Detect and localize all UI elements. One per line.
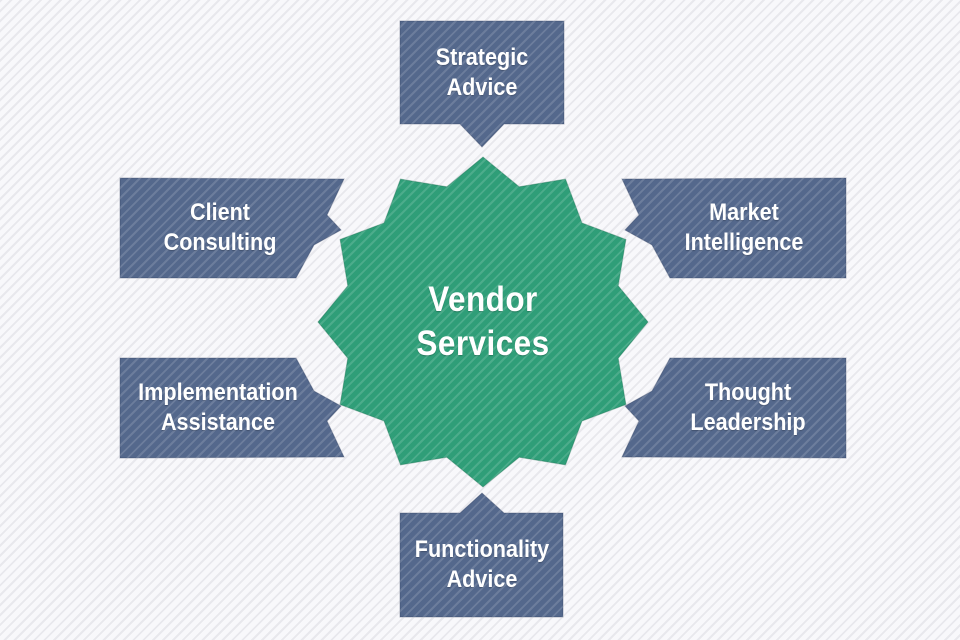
node-shape-strategic-advice bbox=[399, 20, 565, 148]
node-shape-functionality-advice bbox=[399, 492, 564, 618]
node-shape-thought-leadership bbox=[621, 357, 847, 459]
node-shape-implementation-assistance bbox=[119, 357, 345, 459]
node-label-text: Thought Leadership bbox=[690, 379, 806, 436]
node-label-strategic-advice: Strategic Advice bbox=[400, 21, 564, 124]
node-label-thought-leadership: Thought Leadership bbox=[648, 358, 848, 458]
center-label: Vendor Services bbox=[373, 258, 593, 386]
node-label-client-consulting: Client Consulting bbox=[122, 178, 318, 278]
node-label-text: Client Consulting bbox=[163, 199, 277, 256]
node-label-text: Strategic Advice bbox=[435, 43, 529, 101]
node-label-implementation-assistance: Implementation Assistance bbox=[112, 358, 324, 458]
center-star-shape bbox=[317, 156, 649, 488]
center-label-text: Vendor Services bbox=[416, 280, 550, 363]
node-label-text: Implementation Assistance bbox=[138, 379, 298, 436]
node-label-text: Market Intelligence bbox=[684, 199, 804, 256]
node-label-market-intelligence: Market Intelligence bbox=[644, 178, 844, 278]
node-shape-market-intelligence bbox=[621, 177, 847, 279]
node-label-text: Functionality Advice bbox=[414, 536, 550, 593]
node-label-functionality-advice: Functionality Advice bbox=[387, 513, 577, 617]
node-shape-client-consulting bbox=[119, 177, 345, 279]
